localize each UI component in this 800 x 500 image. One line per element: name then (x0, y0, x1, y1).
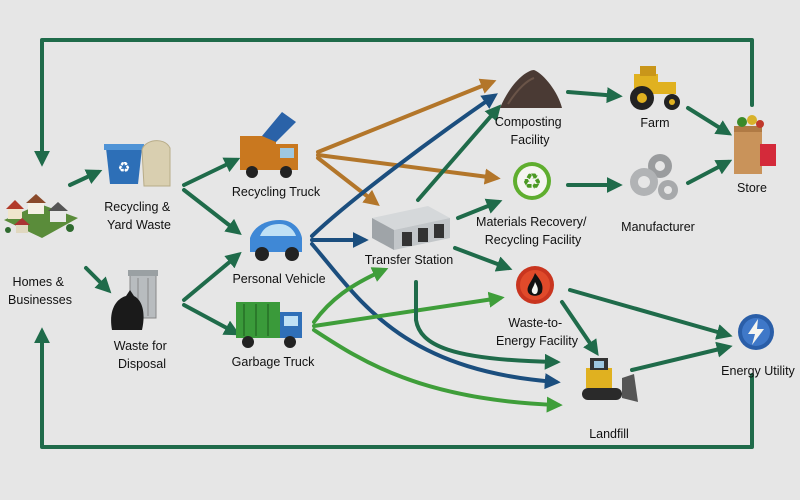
node-labels: Homes & Businesses Recycling & Yard Wast… (8, 115, 796, 441)
building-icon (372, 206, 450, 250)
label-recycling-yard-waste: Recycling & Yard Waste (104, 200, 173, 232)
loop-bottom-arrow (34, 327, 754, 449)
tractor-icon (630, 66, 680, 110)
gears-icon (630, 154, 678, 200)
label-waste-to-energy: Waste-to- Energy Facility (496, 316, 579, 348)
compost-pile-icon (500, 70, 562, 108)
transfer-to-compost-arrow (416, 104, 502, 202)
manufacturer-to-store-arrow (686, 159, 733, 185)
label-personal-vehicle: Personal Vehicle (232, 272, 325, 286)
label-manufacturer: Manufacturer (621, 220, 695, 234)
gtruck-to-wte-arrow (312, 291, 505, 328)
label-waste-for-disposal: Waste for Disposal (114, 339, 171, 371)
waste-to-car-arrow (182, 251, 242, 302)
gtruck-to-landfill-arrow (312, 328, 563, 413)
recycling-truck-icon (240, 112, 298, 178)
flow-arrows (34, 38, 754, 449)
label-homes-businesses: Homes & Businesses (8, 275, 72, 307)
farm-to-store-arrow (686, 106, 733, 136)
landfill-to-energy-arrow (630, 341, 733, 372)
gtruck-to-transfer-arrow (312, 267, 389, 324)
svg-text:♻: ♻ (118, 160, 131, 176)
compost-to-farm-arrow (566, 87, 623, 104)
car-to-compost-arrow (310, 93, 498, 238)
recycle-symbol-icon: ♻ (513, 162, 551, 200)
label-materials-recovery: Materials Recovery/ Recycling Facility (476, 215, 590, 247)
recycle-bin-icon: ♻ (104, 140, 171, 187)
rtruck-to-transfer-arrow (316, 156, 380, 206)
recycling-to-car-arrow (182, 188, 242, 235)
transfer-to-mrf-arrow (456, 198, 503, 220)
homes-to-recycling-arrow (68, 169, 103, 187)
garbage-truck-icon (236, 302, 302, 348)
label-farm: Farm (640, 116, 669, 130)
loop-top-arrow (34, 38, 754, 167)
transfer-to-wte-arrow (453, 246, 513, 272)
flame-icon (516, 266, 554, 304)
label-energy-utility: Energy Utility (721, 364, 795, 378)
rtruck-to-mrf-arrow (316, 153, 501, 185)
wte-to-energy-arrow (568, 288, 733, 340)
wte-to-landfill-arrow (560, 300, 599, 356)
rtruck-to-compost-arrow (316, 78, 497, 154)
car-to-landfill-arrow (310, 242, 561, 390)
label-transfer-station: Transfer Station (365, 253, 454, 267)
houses-icon (4, 194, 78, 238)
icons: ♻ (4, 66, 776, 402)
label-landfill: Landfill (589, 427, 629, 441)
label-recycling-truck: Recycling Truck (232, 185, 321, 199)
recycling-to-truck-arrow (182, 157, 241, 187)
label-composting-facility: Composting Facility (495, 115, 565, 147)
waste-to-garbage-truck-arrow (182, 303, 241, 336)
transfer-to-landfill-arrow (414, 280, 561, 370)
trash-can-icon (111, 270, 158, 330)
svg-text:♻: ♻ (522, 170, 542, 195)
homes-to-waste-arrow (84, 266, 112, 294)
label-garbage-truck: Garbage Truck (232, 355, 315, 369)
bulldozer-icon (582, 358, 638, 402)
grocery-bag-icon (734, 115, 776, 174)
label-store: Store (737, 181, 767, 195)
lightning-icon (738, 314, 774, 350)
car-icon (250, 220, 302, 261)
